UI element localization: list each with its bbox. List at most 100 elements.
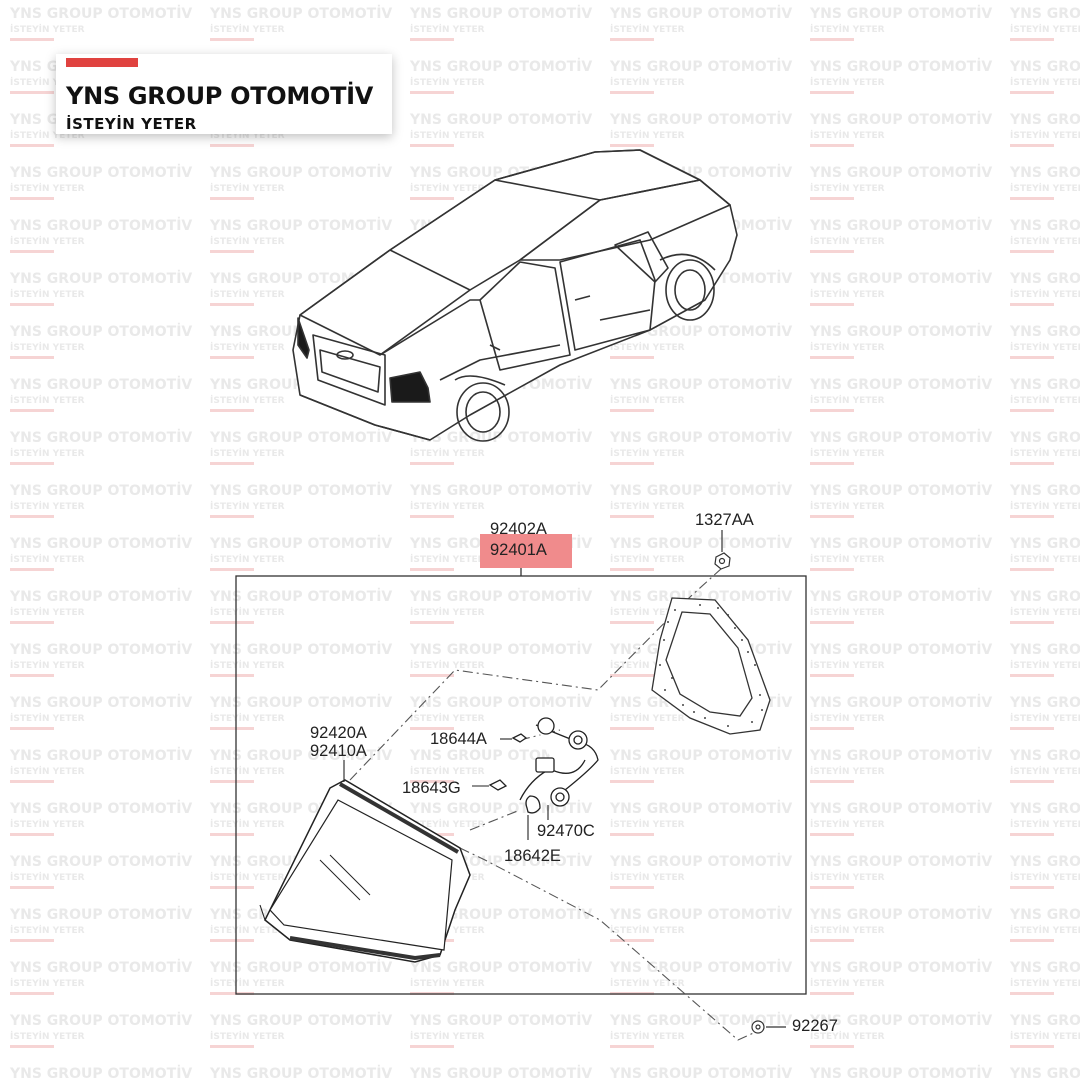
watermark-name: YNS GROUP OTOMOTİV bbox=[609, 482, 792, 499]
watermark-bar bbox=[10, 409, 54, 412]
watermark-slogan: İSTEYİN YETER bbox=[10, 342, 85, 353]
watermark-name: YNS GROUP OTOMOTİV bbox=[609, 111, 792, 128]
watermark-name: YNS GROUP OTOMOTİV bbox=[9, 270, 192, 287]
watermark-bar bbox=[610, 1045, 654, 1048]
watermark-bar bbox=[810, 621, 854, 624]
watermark-bar bbox=[810, 144, 854, 147]
gasket bbox=[651, 597, 771, 735]
watermark-bar bbox=[610, 409, 654, 412]
watermark-bar bbox=[810, 250, 854, 253]
watermark-name: YNS GROUP OTOMOTİV bbox=[809, 535, 992, 552]
watermark-name: YNS GROUP OTOMOTİV bbox=[809, 376, 992, 393]
watermark-bar bbox=[810, 197, 854, 200]
watermark-bar bbox=[810, 568, 854, 571]
watermark-name: YNS GROUP OTOMOTİV bbox=[1009, 58, 1080, 75]
watermark-bar bbox=[1010, 197, 1054, 200]
watermark-bar bbox=[10, 886, 54, 889]
watermark-slogan: İSTEYİN YETER bbox=[10, 501, 85, 512]
watermark-slogan: İSTEYİN YETER bbox=[810, 448, 885, 459]
watermark-bar bbox=[810, 886, 854, 889]
watermark-slogan: İSTEYİN YETER bbox=[1010, 1031, 1080, 1042]
watermark-slogan: İSTEYİN YETER bbox=[10, 24, 85, 35]
watermark-name: YNS GROUP OTOMOTİV bbox=[809, 323, 992, 340]
watermark-name: YNS GROUP OTOMOTİV bbox=[1009, 694, 1080, 711]
watermark-name: YNS GROUP OTOMOTİV bbox=[9, 535, 192, 552]
watermark-slogan: İSTEYİN YETER bbox=[610, 130, 685, 141]
gasket-texture bbox=[659, 604, 763, 727]
watermark-slogan: İSTEYİN YETER bbox=[610, 766, 685, 777]
watermark-name: YNS GROUP OTOMOTİV bbox=[809, 641, 992, 658]
watermark-slogan: İSTEYİN YETER bbox=[410, 501, 485, 512]
watermark-slogan: İSTEYİN YETER bbox=[10, 395, 85, 406]
watermark-name: YNS GROUP OTOMOTİV bbox=[9, 641, 192, 658]
watermark-name: YNS GROUP OTOMOTİV bbox=[9, 217, 192, 234]
watermark-name: YNS GROUP OTOMOTİV bbox=[609, 906, 792, 923]
watermark-bar bbox=[810, 462, 854, 465]
watermark-slogan: İSTEYİN YETER bbox=[810, 77, 885, 88]
watermark-name: YNS GROUP OTOMOTİV bbox=[609, 5, 792, 22]
watermark-name: YNS GROUP OTOMOTİV bbox=[809, 429, 992, 446]
watermark-bar bbox=[210, 621, 254, 624]
watermark-bar bbox=[210, 144, 254, 147]
watermark-bar bbox=[810, 91, 854, 94]
watermark-name: YNS GROUP OTOMOTİV bbox=[409, 1012, 592, 1029]
watermark-slogan: İSTEYİN YETER bbox=[810, 978, 885, 989]
watermark-name: YNS GROUP OTOMOTİV bbox=[9, 906, 192, 923]
watermark-bar bbox=[10, 303, 54, 306]
watermark-slogan: İSTEYİN YETER bbox=[610, 501, 685, 512]
watermark-name: YNS GROUP OTOMOTİV bbox=[1009, 959, 1080, 976]
watermark-bar bbox=[1010, 250, 1054, 253]
watermark-bar bbox=[410, 144, 454, 147]
watermark-name: YNS GROUP OTOMOTİV bbox=[9, 376, 192, 393]
watermark-bar bbox=[1010, 515, 1054, 518]
watermark-name: YNS GROUP OTOMOTİV bbox=[1009, 1065, 1080, 1080]
watermark-name: YNS GROUP OTOMOTİV bbox=[9, 694, 192, 711]
watermark-bar bbox=[410, 38, 454, 41]
watermark-name: YNS GROUP OTOMOTİV bbox=[209, 535, 392, 552]
watermark-slogan: İSTEYİN YETER bbox=[810, 554, 885, 565]
watermark-slogan: İSTEYİN YETER bbox=[210, 289, 285, 300]
watermark-slogan: İSTEYİN YETER bbox=[10, 766, 85, 777]
watermark-slogan: İSTEYİN YETER bbox=[810, 872, 885, 883]
watermark-bar bbox=[410, 621, 454, 624]
watermark-bar bbox=[410, 197, 454, 200]
watermark-name: YNS GROUP OTOMOTİV bbox=[9, 323, 192, 340]
watermark-bar bbox=[410, 727, 454, 730]
part-label-92410a: 92410A bbox=[310, 742, 367, 760]
watermark-slogan: İSTEYİN YETER bbox=[610, 395, 685, 406]
watermark-slogan: İSTEYİN YETER bbox=[210, 342, 285, 353]
watermark-bar bbox=[1010, 674, 1054, 677]
watermark-name: YNS GROUP OTOMOTİV bbox=[1009, 588, 1080, 605]
watermark-slogan: İSTEYİN YETER bbox=[610, 713, 685, 724]
watermark-bar bbox=[410, 568, 454, 571]
watermark-bar bbox=[210, 992, 254, 995]
watermark-slogan: İSTEYİN YETER bbox=[210, 872, 285, 883]
watermark-name: YNS GROUP OTOMOTİV bbox=[1009, 164, 1080, 181]
watermark-name: YNS GROUP OTOMOTİV bbox=[1009, 111, 1080, 128]
watermark-slogan: İSTEYİN YETER bbox=[210, 766, 285, 777]
watermark-name: YNS GROUP OTOMOTİV bbox=[1009, 270, 1080, 287]
watermark-bar bbox=[210, 409, 254, 412]
watermark-slogan: İSTEYİN YETER bbox=[10, 925, 85, 936]
watermark-bar bbox=[610, 886, 654, 889]
watermark-slogan: İSTEYİN YETER bbox=[610, 660, 685, 671]
watermark-name: YNS GROUP OTOMOTİV bbox=[209, 217, 392, 234]
watermark-name: YNS GROUP OTOMOTİV bbox=[609, 58, 792, 75]
watermark-slogan: İSTEYİN YETER bbox=[610, 925, 685, 936]
watermark-name: YNS GROUP OTOMOTİV bbox=[1009, 535, 1080, 552]
watermark-slogan: İSTEYİN YETER bbox=[810, 236, 885, 247]
watermark-slogan: İSTEYİN YETER bbox=[10, 77, 85, 88]
watermark-name: YNS GROUP OTOMOTİV bbox=[1009, 376, 1080, 393]
watermark-bar bbox=[210, 515, 254, 518]
watermark-slogan: İSTEYİN YETER bbox=[410, 448, 485, 459]
part-label-18642e: 18642E bbox=[504, 847, 561, 865]
watermark-bar bbox=[1010, 939, 1054, 942]
watermark-name: YNS GROUP OTOMOTİV bbox=[809, 5, 992, 22]
watermark-bar bbox=[610, 91, 654, 94]
watermark-name: YNS GROUP OTOMOTİV bbox=[209, 747, 392, 764]
watermark-slogan: İSTEYİN YETER bbox=[1010, 978, 1080, 989]
watermark-slogan: İSTEYİN YETER bbox=[810, 713, 885, 724]
watermark-bar bbox=[10, 462, 54, 465]
